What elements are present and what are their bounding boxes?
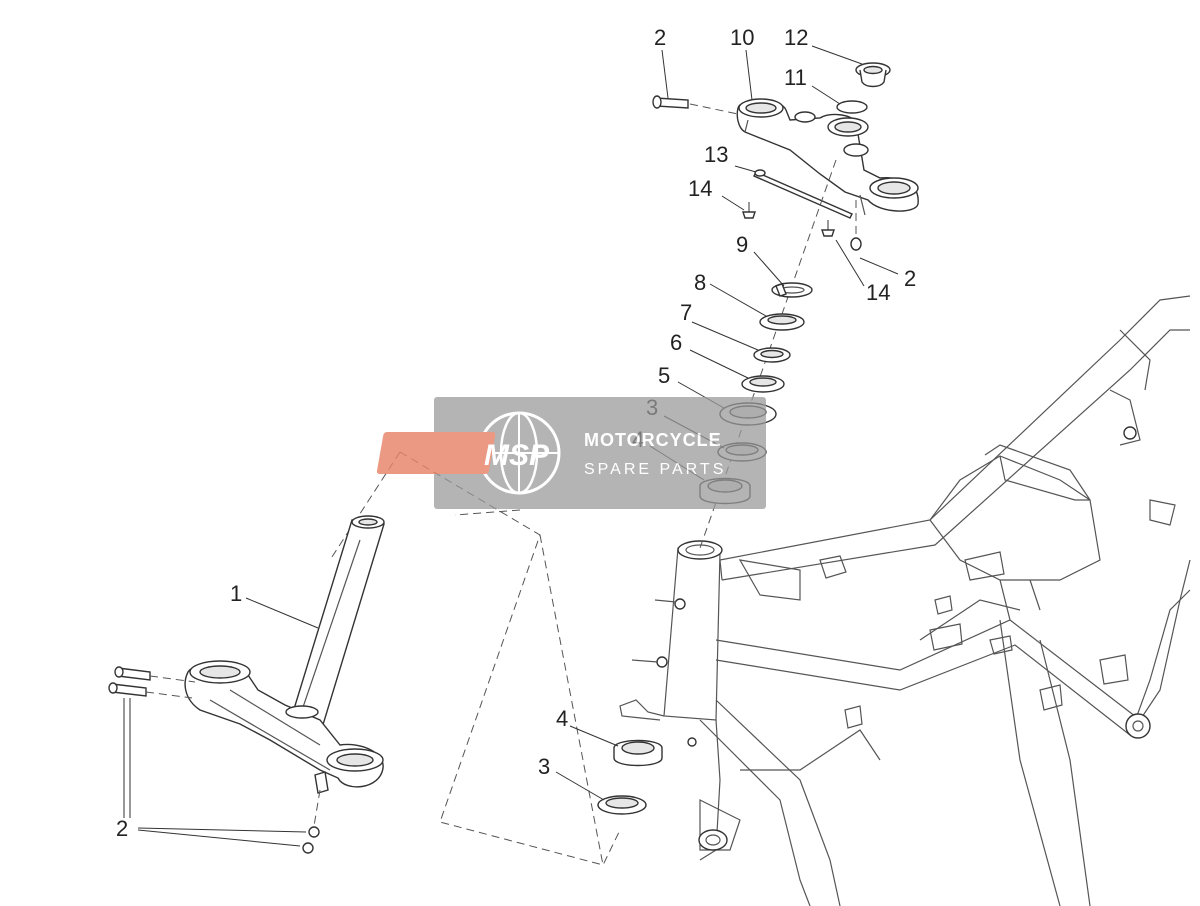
part-4-bearing-bottom [613, 739, 663, 767]
part-11-washer [836, 100, 868, 114]
callout-14-right: 14 [866, 280, 890, 305]
part-9-lock-washer [771, 282, 813, 298]
part-3-ring-bottom [597, 795, 647, 815]
callout-2-bottom: 2 [116, 816, 128, 841]
part-14-screws [742, 202, 835, 237]
callout-13: 13 [704, 142, 728, 167]
part-8-ring-nut [759, 313, 805, 331]
globe-icon [477, 411, 561, 495]
part-12-cap [855, 62, 891, 88]
callout-5: 5 [658, 363, 670, 388]
watermark-box [434, 397, 766, 509]
callout-12: 12 [784, 25, 808, 50]
upper-triple-clamp [736, 98, 919, 216]
part-13-strip [753, 169, 853, 219]
callout-3-bottom: 3 [538, 754, 550, 779]
assembly-dashed-outline [329, 451, 621, 866]
callout-6: 6 [670, 330, 682, 355]
callout-8: 8 [694, 270, 706, 295]
callout-1: 1 [230, 581, 242, 606]
watermark-logo-badge [376, 432, 496, 474]
msp-watermark: MSP MOTORCYCLE SPARE PARTS [376, 397, 766, 509]
callout-14-left: 14 [688, 176, 712, 201]
callout-9: 9 [736, 232, 748, 257]
motorcycle-frame [619, 295, 1191, 906]
watermark-line1: MOTORCYCLE [584, 430, 722, 450]
callout-11: 11 [784, 65, 807, 90]
lower-triple-clamp-stem [108, 515, 385, 854]
part-6-nut [741, 375, 785, 393]
callout-2-top: 2 [654, 25, 666, 50]
watermark-line2: SPARE PARTS [584, 461, 726, 478]
callout-7: 7 [680, 300, 692, 325]
part-2-bolt-top [652, 95, 739, 115]
part-7-washer [753, 347, 791, 363]
callout-2-right: 2 [904, 266, 916, 291]
callout-10: 10 [730, 25, 754, 50]
part-2-bolt-right [850, 200, 862, 251]
watermark-logo: MSP [484, 439, 550, 472]
callout-4-bottom: 4 [556, 706, 568, 731]
